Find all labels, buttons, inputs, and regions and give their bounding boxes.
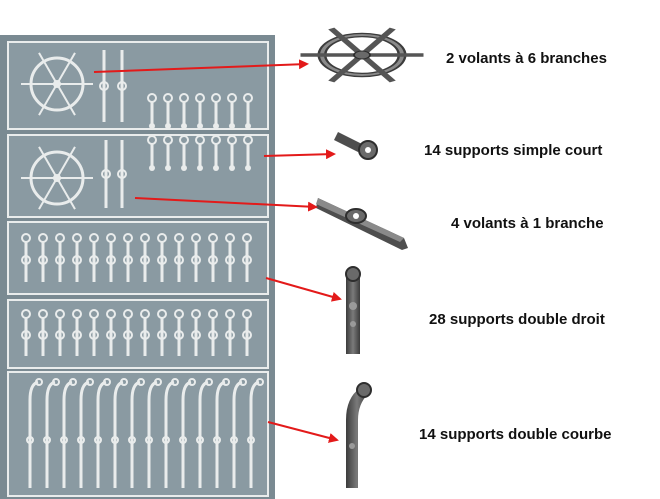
fret-support-eye: [137, 378, 145, 386]
fret-support-eye: [55, 255, 65, 265]
arrows: [93, 59, 342, 443]
fret-support-eye: [72, 255, 82, 265]
arrow-double-curved: [267, 421, 339, 443]
fret-support-eye: [162, 436, 170, 444]
fret-support-eye: [205, 378, 213, 386]
fret-support-eye: [89, 255, 99, 265]
fret-wheel-hub: [53, 174, 61, 182]
fret-support-end: [213, 123, 219, 129]
fret-support-eye: [128, 436, 136, 444]
fret-support-eye: [154, 378, 162, 386]
label-support-double-straight: 28 supports double droit: [429, 311, 605, 328]
fret-support-eye: [123, 255, 133, 265]
fret-support-eye: [140, 255, 150, 265]
fret-support-eye: [157, 330, 167, 340]
fret-support-eye: [77, 436, 85, 444]
fret-support-eye: [103, 378, 111, 386]
fret-support-end: [245, 165, 251, 171]
fret-support-end: [181, 123, 187, 129]
fret-wheel-1-hub: [101, 169, 111, 179]
label-wheel-1-spoke: 4 volants à 1 branche: [451, 215, 604, 232]
fret-support-end: [165, 123, 171, 129]
fret-support-end: [229, 123, 235, 129]
fret-support-eye: [52, 378, 60, 386]
fret-wheel-hub: [53, 80, 61, 88]
fret-support-eye: [213, 436, 221, 444]
fret-support-eye: [38, 255, 48, 265]
fret-support-eye: [157, 255, 167, 265]
fret-support-eye: [196, 436, 204, 444]
fret-support-eye: [222, 378, 230, 386]
fret-support-end: [197, 165, 203, 171]
fret-support-end: [245, 123, 251, 129]
fret-support-eye: [69, 378, 77, 386]
fret-support-eye: [111, 436, 119, 444]
arrow-double-straight: [265, 277, 342, 302]
fret-support-eye: [225, 255, 235, 265]
wheel-6-spokes-render: [300, 27, 424, 83]
fret-support-eye: [188, 378, 196, 386]
fret-support-eye: [179, 436, 187, 444]
arrow-simple-short: [263, 149, 336, 160]
fret-support-eye: [174, 330, 184, 340]
fret-support-eye: [256, 378, 264, 386]
label-support-simple-short: 14 supports simple court: [424, 142, 603, 159]
label-wheel-6-spokes: 2 volants à 6 branches: [446, 50, 607, 67]
arrow-wheel-1: [134, 197, 318, 212]
fret-support-eye: [208, 255, 218, 265]
fret-support-eye: [140, 330, 150, 340]
fret-wheel-1-hub: [99, 81, 109, 91]
fret-support-eye: [171, 378, 179, 386]
fret-support-eye: [38, 330, 48, 340]
fret-support-eye: [55, 330, 65, 340]
fret-support-eye: [247, 436, 255, 444]
fret-support-eye: [94, 436, 102, 444]
fret-support-eye: [89, 330, 99, 340]
wheel-1-spoke-render: [316, 198, 408, 250]
fret-support-end: [213, 165, 219, 171]
fret-support-end: [149, 123, 155, 129]
fret-support-eye: [191, 255, 201, 265]
fret-support-eye: [72, 330, 82, 340]
fret-support-eye: [21, 330, 31, 340]
fret-wheel-1-hub: [117, 81, 127, 91]
fret-support-eye: [230, 436, 238, 444]
fret-support-eye: [43, 436, 51, 444]
fret-support-eye: [208, 330, 218, 340]
fret-support-eye: [225, 330, 235, 340]
fret-support-eye: [123, 330, 133, 340]
fret-support-eye: [191, 330, 201, 340]
support-double-curved-render: [346, 382, 372, 488]
fret-support-eye: [26, 436, 34, 444]
fret-support-eye: [145, 436, 153, 444]
support-simple-short-render: [334, 132, 378, 160]
photo-etch-fret: [0, 35, 275, 499]
label-support-double-curved: 14 supports double courbe: [419, 426, 612, 443]
support-double-straight-render: [345, 266, 361, 354]
fret-support-eye: [21, 255, 31, 265]
fret-support-eye: [106, 330, 116, 340]
fret-wheel-1-hub: [117, 169, 127, 179]
fret-support-end: [165, 165, 171, 171]
fret-support-end: [229, 165, 235, 171]
fret-support-end: [149, 165, 155, 171]
fret-support-eye: [242, 330, 252, 340]
fret-support-eye: [242, 255, 252, 265]
fret-support-eye: [60, 436, 68, 444]
fret-support-eye: [174, 255, 184, 265]
fret-support-eye: [120, 378, 128, 386]
arrow-wheel-6: [93, 59, 309, 73]
fret-support-eye: [239, 378, 247, 386]
fret-support-eye: [106, 255, 116, 265]
fret-support-end: [181, 165, 187, 171]
fret-support-eye: [35, 378, 43, 386]
fret-support-end: [197, 123, 203, 129]
fret-support-eye: [86, 378, 94, 386]
